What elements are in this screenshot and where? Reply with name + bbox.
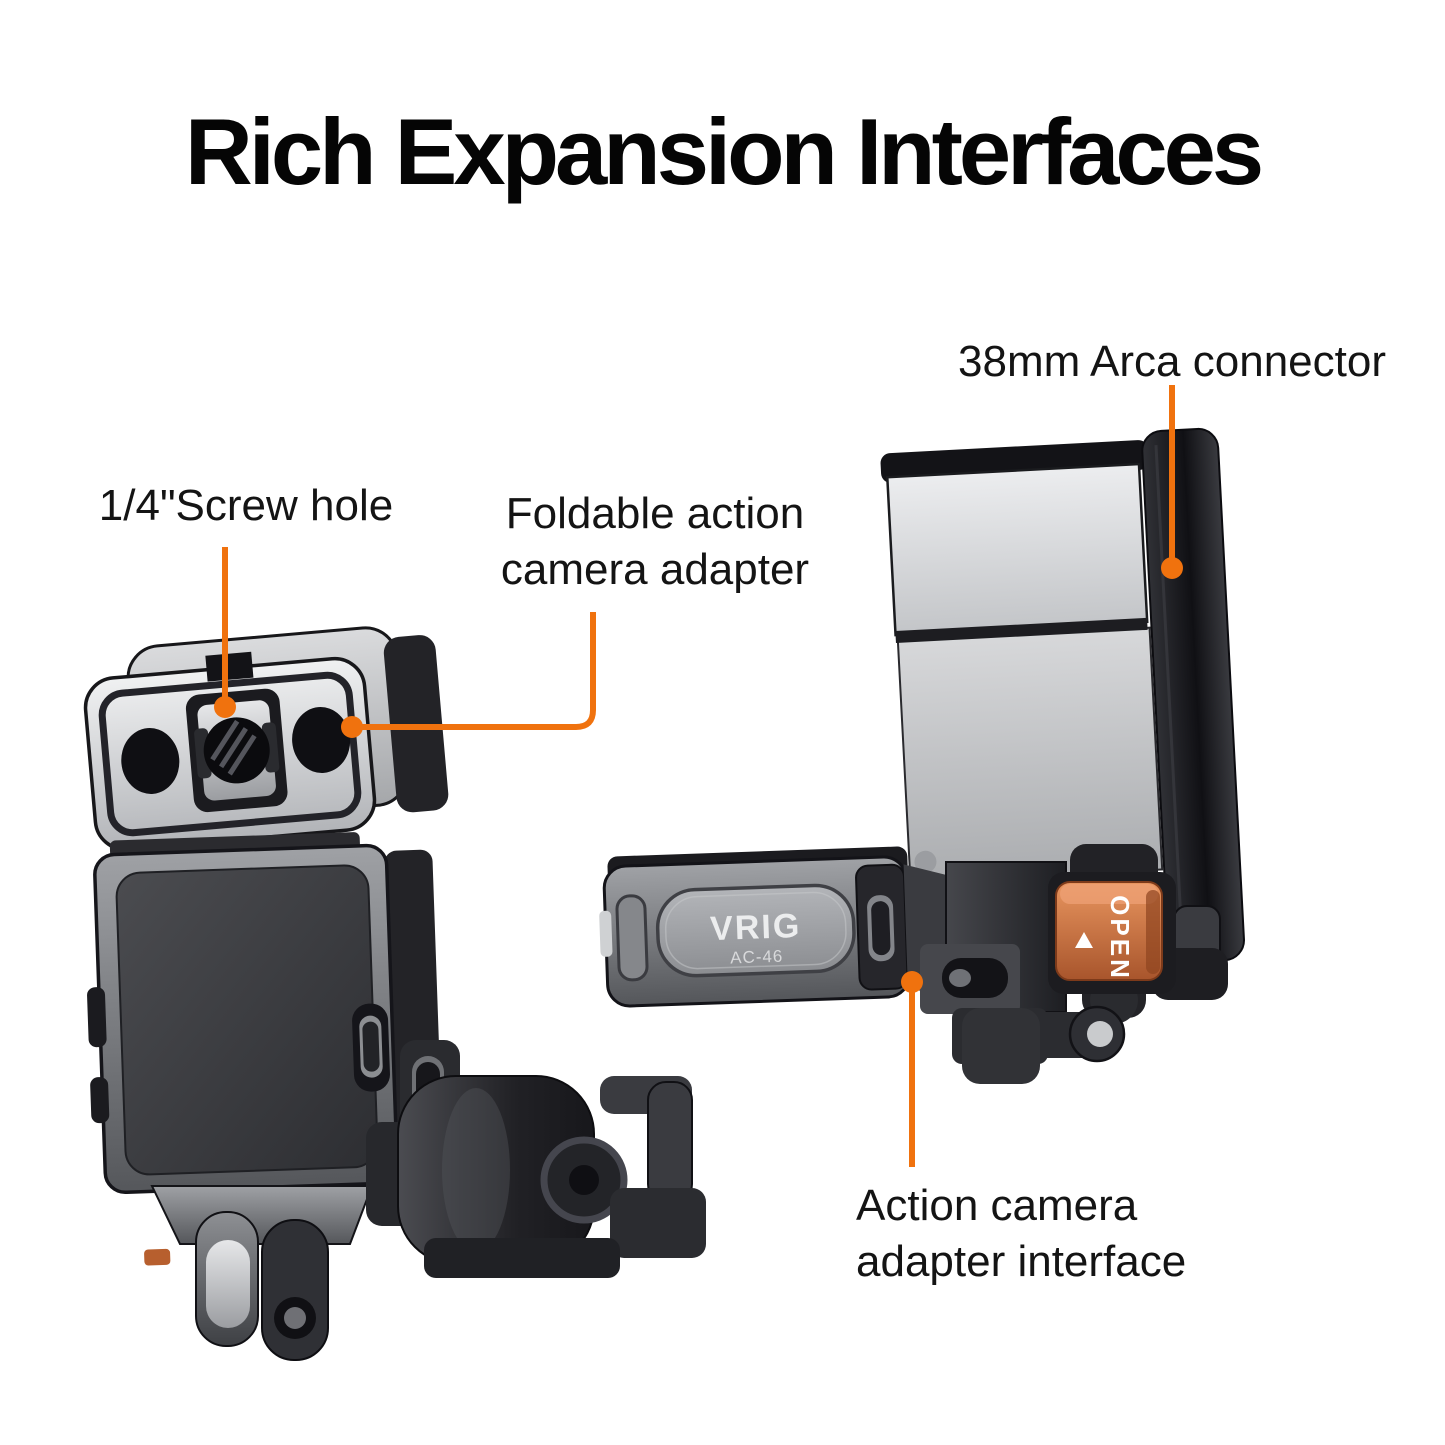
clamp-hook xyxy=(647,1081,693,1203)
model-number: AC-46 xyxy=(730,947,784,968)
label-adapter-line2: adapter interface xyxy=(856,1237,1187,1286)
open-button-face xyxy=(1055,881,1163,981)
arm-latch-tab xyxy=(599,910,613,957)
left-mounting-hole xyxy=(121,728,180,794)
clamp-sheen xyxy=(442,1088,510,1252)
label-adapter-interface: Action camera adapter interface xyxy=(856,1178,1186,1290)
label-foldable-line1: Foldable action xyxy=(505,489,805,538)
bracket-body xyxy=(87,832,444,1266)
label-foldable-adapter: Foldable action camera adapter xyxy=(501,486,809,598)
label-screw-hole: 1/4"Screw hole xyxy=(99,478,393,534)
folding-arm: VRIG AC-46 xyxy=(599,846,951,1008)
label-arca-connector: 38mm Arca connector xyxy=(958,334,1386,390)
open-latch-button: OPEN xyxy=(1048,872,1176,994)
fork-mount xyxy=(150,1185,374,1361)
label-adapter-line1: Action camera xyxy=(856,1181,1138,1230)
left-edge-slot-lower xyxy=(90,1077,110,1124)
gopro-pin-hole xyxy=(1087,1021,1113,1047)
page-title: Rich Expansion Interfaces xyxy=(184,99,1264,204)
rubber-pad xyxy=(115,864,379,1176)
clamp-jaw-block xyxy=(610,1188,706,1258)
shelf-oval-slot xyxy=(942,958,1008,998)
arm-end-recess xyxy=(615,894,649,982)
plate-top-notch xyxy=(205,651,254,682)
screw-thread-lines xyxy=(210,719,257,776)
fork-roller xyxy=(206,1240,250,1328)
brand-logo: VRIG xyxy=(710,907,802,948)
arca-callout-dot xyxy=(1161,557,1183,579)
foldable-callout-line xyxy=(352,612,596,730)
plate-notch xyxy=(914,850,937,873)
brand-panel xyxy=(655,883,856,978)
foldable-callout-dot xyxy=(341,716,363,738)
left-edge-slot xyxy=(87,987,107,1048)
arca-bottom-rail xyxy=(895,617,1148,644)
fork-neck xyxy=(150,1185,374,1245)
top-mounting-plate xyxy=(83,626,449,852)
left-product-photo xyxy=(83,626,706,1361)
open-button-label: OPEN xyxy=(1105,895,1135,981)
plate-side-depth xyxy=(383,635,449,813)
rod-clamp xyxy=(366,1040,706,1278)
label-screw-hole-text: 1/4"Screw hole xyxy=(98,481,394,530)
orange-latch-sliver xyxy=(144,1248,171,1266)
label-arca-connector-text: 38mm Arca connector xyxy=(958,337,1386,386)
arca-plate xyxy=(885,462,1149,637)
screw-callout-dot xyxy=(214,696,236,718)
quarter-inch-screw-hole xyxy=(203,717,270,784)
callout-lines xyxy=(214,385,1183,1167)
label-foldable-line2: camera adapter xyxy=(500,545,810,594)
right-mounting-hole xyxy=(292,707,351,773)
clamp-base xyxy=(424,1238,620,1278)
open-arrow-icon xyxy=(1075,932,1093,948)
action-callout-dot xyxy=(901,971,923,993)
